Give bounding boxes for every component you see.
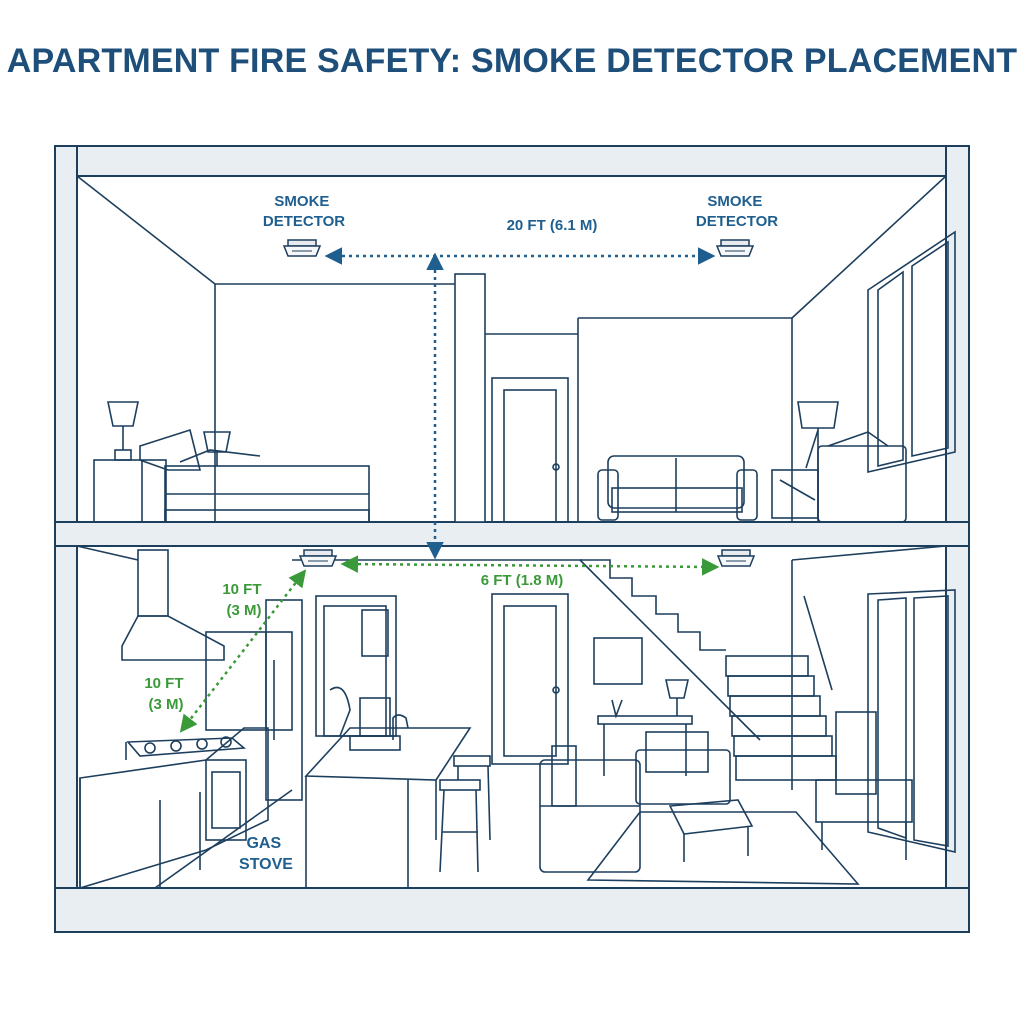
kitchen-distance-arrow [179,569,307,733]
wall-picture [593,637,643,685]
lower-window [867,589,956,854]
smoke-detector-icon [298,549,338,567]
kitchen-island [304,714,472,888]
gas-stove [125,736,247,841]
gas-stove-label: GAS STOVE [239,835,293,873]
range-hood [121,549,225,661]
roof-slab [54,145,970,177]
table-lamp-lower [665,679,689,716]
armchair-upper [771,431,907,523]
detector-label-left: SMOKE DETECTOR [263,193,345,230]
sofa-lower [539,745,641,873]
kitchen-counter [79,727,269,890]
lower-floor [76,545,956,890]
smoke-detector-icon [282,239,322,257]
smoke-detector-icon [716,549,756,567]
floor-slab [54,521,970,547]
lower-distance-arrow [340,555,720,576]
kitchen-distance-label-upper: 10 FT (3 M) [222,581,265,619]
armchair-lower [635,731,731,805]
upper-floor [76,175,956,523]
console-table [597,715,693,776]
lower-door [491,593,569,765]
coffee-table [668,799,754,862]
kitchen-distance-label-lower: 10 FT (3 M) [144,675,187,713]
upper-window [867,230,956,474]
refrigerator [265,599,303,801]
diagram-title: APARTMENT FIRE SAFETY: SMOKE DETECTOR PL… [6,42,1018,80]
ground-slab [54,887,970,933]
bar-stools [439,755,491,873]
lamp-bedside-left [107,401,139,461]
tv-unit [815,711,913,860]
sofa-upper [597,455,758,521]
bed [93,428,370,523]
bathroom-doorway [315,595,397,737]
lamp-bedside-right [203,431,231,466]
rug [586,811,860,885]
upper-cabinet [205,631,293,731]
distance-label-upper: 20 FT (6.1 M) [507,217,598,234]
distance-label-lower: 6 FT (1.8 M) [481,572,564,589]
detector-label-right: SMOKE DETECTOR [696,193,778,230]
vase [611,699,623,719]
building-shell [54,145,970,933]
smoke-detector-icon [715,239,755,257]
partition-wall [454,273,486,523]
